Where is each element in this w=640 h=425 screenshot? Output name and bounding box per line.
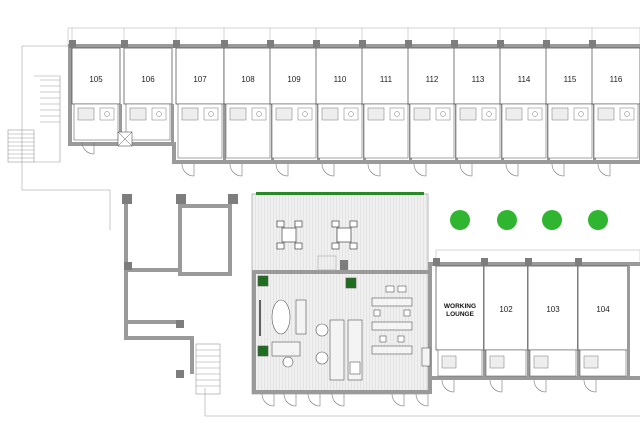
unit-number-label: 107: [193, 75, 207, 84]
column-marker: [267, 40, 274, 48]
door: [459, 163, 473, 177]
unit-number-label: 111: [380, 75, 393, 84]
unit-108: [221, 28, 274, 177]
door: [367, 163, 381, 177]
unit-labels: 105 106 107 108 109 110 111 112 113 114 115 116WORK…: [89, 75, 623, 318]
unit-number-label: 102: [499, 305, 513, 314]
unit-107: [173, 28, 226, 177]
column-marker: [173, 40, 180, 48]
unit-number-label: 103: [546, 305, 560, 314]
column-marker: [359, 40, 366, 48]
door: [597, 163, 611, 177]
unit-114: [497, 28, 550, 177]
column-marker: [221, 40, 228, 48]
door: [583, 379, 597, 393]
column-marker: [589, 40, 596, 48]
unit-111: [359, 28, 412, 177]
unit-number-label: 104: [596, 305, 610, 314]
unit-number-label: 106: [141, 75, 155, 84]
unit-number-label: 109: [287, 75, 301, 84]
bottom-wing: [432, 249, 640, 380]
patio-tables: [276, 220, 358, 250]
door: [489, 379, 503, 393]
column-marker: [433, 258, 440, 266]
unit-number-label: 113: [472, 75, 485, 84]
unit-116: [589, 28, 640, 177]
bathroom: [505, 107, 523, 121]
column-marker: [497, 40, 504, 48]
unit-number-label: 108: [241, 75, 255, 84]
bathroom: [413, 107, 431, 121]
unit-103: [525, 258, 580, 393]
door: [321, 163, 335, 177]
bathroom: [229, 107, 247, 121]
bathroom: [551, 107, 569, 121]
column-marker: [405, 40, 412, 48]
working-lounge-room: [433, 258, 486, 393]
bathroom: [597, 107, 615, 121]
bathroom: [533, 355, 549, 369]
unit-106: [121, 28, 174, 142]
core-structure: [122, 194, 238, 378]
column-marker: [543, 40, 550, 48]
column-marker: [313, 40, 320, 48]
unit-113: [451, 28, 504, 177]
bathroom: [181, 107, 199, 121]
door: [181, 163, 195, 177]
unit-104: [575, 258, 630, 393]
tree-icon: [497, 210, 517, 230]
bathroom: [129, 107, 147, 121]
column-marker: [69, 40, 76, 48]
tree-icon: [588, 210, 608, 230]
door: [441, 379, 455, 393]
column-marker: [525, 258, 532, 266]
bathroom: [583, 355, 599, 369]
bathroom: [275, 107, 293, 121]
top-wing-units: [69, 28, 640, 177]
lounge-interior: [257, 275, 431, 381]
bathroom: [77, 107, 95, 121]
unit-number-label: 114: [518, 75, 531, 84]
door: [505, 163, 519, 177]
door: [413, 163, 427, 177]
unit-number-label: 115: [564, 75, 577, 84]
unit-number-label: 116: [610, 75, 623, 84]
door: [551, 163, 565, 177]
stair-top-left: [7, 75, 61, 163]
unit-102: [481, 258, 530, 393]
stair-bottom-left: [195, 343, 221, 395]
door: [81, 141, 95, 155]
column-marker: [451, 40, 458, 48]
unit-115: [543, 28, 596, 177]
column-marker: [575, 258, 582, 266]
door: [275, 163, 289, 177]
site-boundary: [21, 45, 640, 417]
bathroom: [441, 355, 457, 369]
unit-number-label: 112: [426, 75, 439, 84]
column-marker: [121, 40, 128, 48]
unit-110: [313, 28, 366, 177]
door: [229, 163, 243, 177]
unit-112: [405, 28, 458, 177]
trees: [450, 210, 608, 230]
column-marker: [481, 258, 488, 266]
bathroom: [321, 107, 339, 121]
tree-icon: [450, 210, 470, 230]
tree-icon: [542, 210, 562, 230]
bathroom: [367, 107, 385, 121]
entrance-doors: [261, 393, 429, 407]
unit-number-label: 105: [89, 75, 103, 84]
unit-number-label: 110: [334, 75, 347, 84]
unit-105: [69, 28, 122, 142]
lounge-label-line1: WORKING: [444, 303, 476, 310]
bathroom: [459, 107, 477, 121]
door: [533, 379, 547, 393]
lounge-label-line2: LOUNGE: [446, 311, 474, 318]
bottom-wing-units: [433, 258, 630, 393]
unit-109: [267, 28, 320, 177]
bathroom: [489, 355, 505, 369]
